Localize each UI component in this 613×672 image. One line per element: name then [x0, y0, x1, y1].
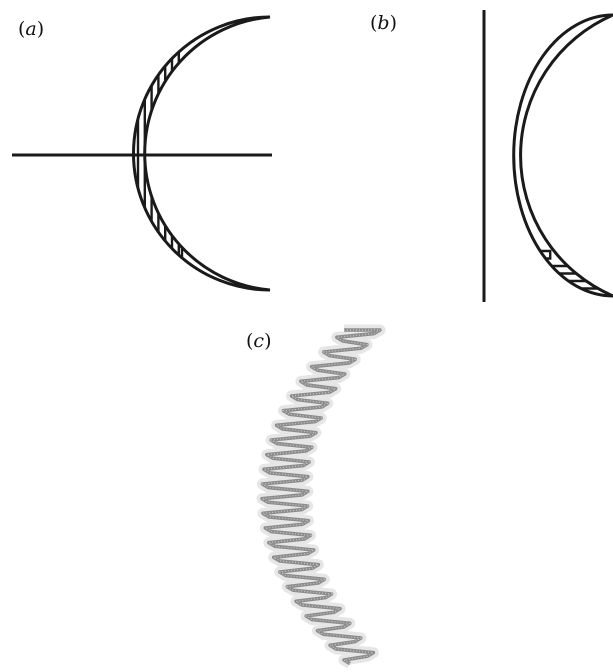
zigzag-texture	[260, 329, 383, 665]
panel-close: )	[389, 12, 398, 34]
panel-a-diagram	[12, 15, 272, 292]
panel-c-zigzag-pattern	[256, 324, 386, 669]
panel-letter: c	[253, 330, 265, 352]
paren-close: )	[264, 330, 272, 352]
panel-b-crescent-outline	[512, 13, 613, 298]
paren-open: (	[246, 330, 254, 352]
panel-b-diagram	[482, 10, 613, 302]
panel-b-label: (b)	[370, 12, 397, 34]
panel-letter: b	[377, 12, 390, 34]
panel-a-label: (a)	[18, 18, 44, 40]
panel-a-crescent-outline	[132, 15, 271, 292]
paren-open: (	[370, 12, 378, 34]
panel-c-label: (c)	[246, 330, 272, 352]
panel-c-zigzag-path	[260, 328, 383, 666]
paren-open: (	[18, 18, 26, 40]
panel-letter: a	[25, 18, 37, 40]
paren-close: )	[36, 18, 45, 40]
